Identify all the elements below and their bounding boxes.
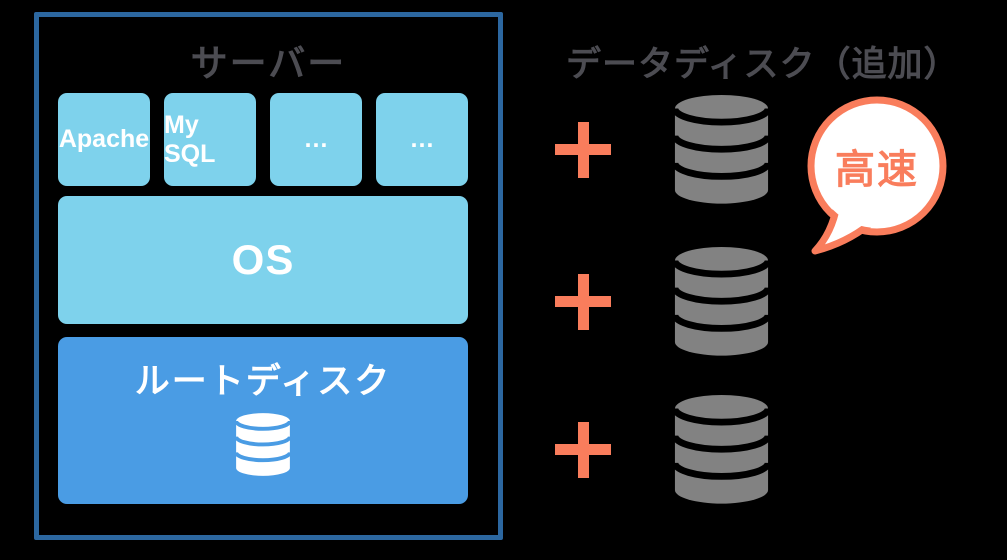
data-disk-row [555, 245, 770, 358]
plus-icon [555, 421, 611, 478]
app-box-ellipsis-1: … [270, 93, 362, 186]
app-box-mysql: My SQL [164, 93, 256, 186]
server-box: サーバー Apache My SQL … … OS ルートディスク [34, 12, 503, 540]
database-icon [673, 393, 770, 506]
plus-icon [555, 273, 611, 330]
server-title: サーバー [190, 43, 347, 84]
database-icon [673, 245, 770, 358]
app-box-ellipsis-2: … [376, 93, 468, 186]
speech-bubble-icon [807, 96, 947, 255]
database-icon [235, 412, 291, 477]
app-label: … [409, 125, 435, 153]
root-disk-box: ルートディスク [58, 337, 468, 504]
plus-icon [555, 121, 611, 178]
app-label: … [303, 125, 329, 153]
data-disk-row [555, 393, 770, 506]
app-label: Apache [58, 125, 150, 153]
apps-row: Apache My SQL … … [58, 93, 468, 186]
os-label: OS [231, 236, 295, 283]
database-icon [673, 93, 770, 206]
os-box: OS [58, 196, 468, 324]
root-disk-label: ルートディスク [134, 362, 392, 401]
app-box-apache: Apache [58, 93, 150, 186]
data-disk-title: データディスク（追加） [566, 45, 960, 84]
speed-callout: 高速 [806, 95, 948, 257]
data-disk-row [555, 93, 770, 206]
app-label: My SQL [164, 110, 216, 168]
callout-label: 高速 [835, 148, 919, 192]
